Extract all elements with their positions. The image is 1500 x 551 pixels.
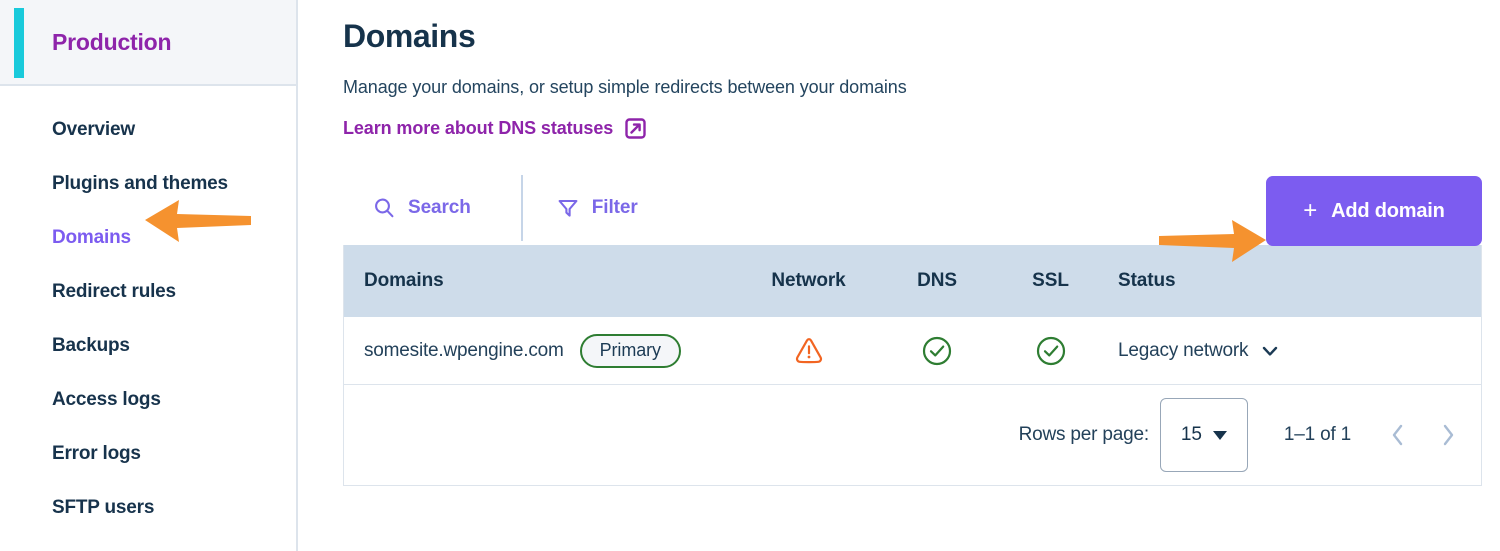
- sidebar-item-label: Backups: [52, 335, 130, 356]
- sidebar-item-label: Domains: [52, 227, 131, 248]
- check-circle-icon: [1036, 336, 1065, 365]
- status-label: Legacy network: [1118, 339, 1249, 361]
- status-dropdown[interactable]: Legacy network: [1118, 340, 1280, 362]
- column-header-dns: DNS: [917, 270, 957, 291]
- sidebar-item-label: Error logs: [52, 443, 141, 464]
- rows-per-page-label: Rows per page:: [1018, 424, 1149, 445]
- filter-label: Filter: [591, 197, 638, 218]
- sidebar-item-domains[interactable]: Domains: [0, 211, 296, 265]
- domain-name: somesite.wpengine.com: [364, 339, 564, 361]
- page-subtitle: Manage your domains, or setup simple red…: [343, 77, 907, 97]
- sidebar-item-backups[interactable]: Backups: [0, 319, 296, 373]
- add-domain-button[interactable]: + Add domain: [1266, 176, 1482, 246]
- cell-ssl: [993, 335, 1108, 367]
- search-icon: [375, 198, 394, 218]
- column-header-network: Network: [771, 270, 846, 291]
- cell-dns: [881, 335, 993, 367]
- search-button[interactable]: Search: [373, 197, 471, 219]
- table-header-row: Domains Network DNS SSL Status: [344, 245, 1481, 317]
- cell-domain: somesite.wpengine.com Primary: [344, 333, 736, 368]
- sidebar-item-access-logs[interactable]: Access logs: [0, 373, 296, 427]
- sidebar-item-sftp-users[interactable]: SFTP users: [0, 481, 296, 535]
- sidebar-nav: Overview Plugins and themes Domains Redi…: [0, 86, 296, 551]
- search-label: Search: [408, 197, 471, 218]
- column-header-status: Status: [1118, 270, 1176, 291]
- sidebar-item-label: Access logs: [52, 389, 161, 410]
- column-header-domains: Domains: [364, 270, 444, 291]
- learn-more-link[interactable]: Learn more about DNS statuses: [343, 118, 646, 139]
- cell-network: [736, 334, 881, 368]
- warning-triangle-icon: [795, 337, 822, 363]
- filter-button[interactable]: Filter: [557, 197, 638, 219]
- sidebar-item-label: Overview: [52, 119, 135, 140]
- rows-per-page-select[interactable]: 15: [1159, 398, 1248, 472]
- table-pagination: Rows per page: 15 1–1 of 1: [344, 385, 1481, 485]
- add-domain-label: Add domain: [1331, 199, 1445, 222]
- status-badge-primary: Primary: [579, 333, 681, 368]
- domains-table: Domains Network DNS SSL Status somesite.…: [343, 245, 1482, 486]
- chevron-left-icon[interactable]: [1387, 422, 1409, 448]
- chevron-down-icon: [1212, 430, 1227, 440]
- main-content: Domains Manage your domains, or setup si…: [298, 0, 1500, 551]
- sidebar-item-git-push[interactable]: Git push: [0, 535, 296, 551]
- filter-icon: [558, 199, 578, 217]
- check-circle-icon: [922, 336, 952, 365]
- environment-name: Production: [52, 28, 172, 55]
- chevron-right-icon[interactable]: [1437, 422, 1459, 448]
- cell-status: Legacy network: [1108, 340, 1481, 362]
- environment-accent-bar: [14, 8, 24, 78]
- rows-per-page-value: 15: [1180, 424, 1202, 445]
- pagination-range: 1–1 of 1: [1283, 424, 1351, 445]
- sidebar: Production Overview Plugins and themes D…: [0, 0, 298, 551]
- pagination-controls: [1387, 422, 1459, 448]
- sidebar-item-error-logs[interactable]: Error logs: [0, 427, 296, 481]
- environment-header: Production: [0, 0, 296, 86]
- sidebar-item-redirect-rules[interactable]: Redirect rules: [0, 265, 296, 319]
- column-header-ssl: SSL: [1032, 270, 1069, 291]
- sidebar-item-label: SFTP users: [52, 497, 155, 518]
- plus-icon: +: [1303, 197, 1318, 224]
- toolbar-divider: [520, 175, 523, 241]
- sidebar-item-overview[interactable]: Overview: [0, 103, 296, 157]
- external-link-icon: [625, 118, 646, 139]
- table-row: somesite.wpengine.com Primary: [344, 317, 1481, 385]
- sidebar-item-plugins-and-themes[interactable]: Plugins and themes: [0, 157, 296, 211]
- chevron-down-icon: [1263, 346, 1278, 356]
- table-toolbar: Search Filter + Add domain: [343, 173, 1482, 246]
- page-title: Domains: [343, 18, 476, 54]
- sidebar-item-label: Redirect rules: [52, 281, 176, 302]
- learn-more-label: Learn more about DNS statuses: [343, 118, 614, 138]
- sidebar-item-label: Plugins and themes: [52, 173, 228, 194]
